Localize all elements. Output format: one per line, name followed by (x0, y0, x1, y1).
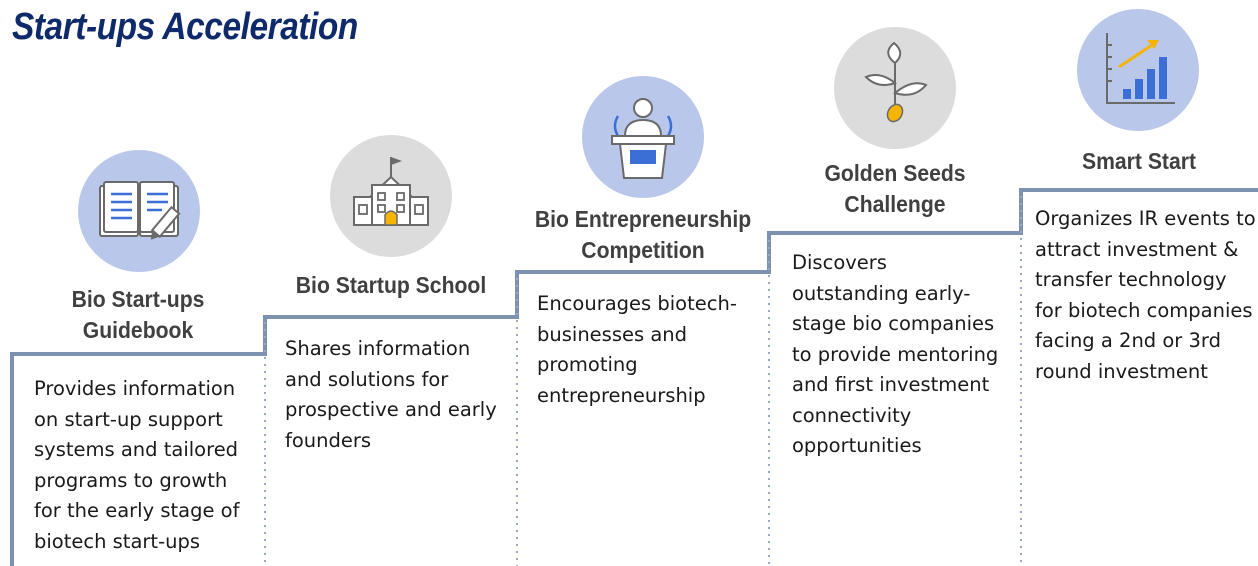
step-1-icon-circle (78, 150, 200, 272)
step-5-description: Organizes IR events to attract investmen… (1035, 207, 1256, 383)
step-5-title: Smart Start (1081, 148, 1197, 174)
step-4-title: Golden Seeds Challenge (824, 160, 966, 217)
step-3-description: Encourages biotech- businesses and promo… (537, 292, 737, 407)
seedling-icon (864, 41, 928, 123)
step-1-description: Provides information on start-up support… (34, 377, 240, 553)
open-book-icon (99, 181, 181, 240)
speaker-podium-icon (611, 98, 675, 179)
step-1-title: Bio Start-ups Guidebook (71, 286, 205, 343)
step-2-title: Bio Startup School (295, 272, 487, 298)
step-2-icon-circle (330, 135, 452, 257)
step-2-description: Shares information and solutions for pro… (285, 337, 497, 452)
step-4-description: Discovers outstanding early- stage bio c… (792, 251, 999, 457)
step-5-icon-circle (1077, 9, 1199, 131)
school-building-icon (353, 157, 429, 226)
page-title: Start-ups Acceleration (12, 6, 358, 48)
step-3-title: Bio Entrepreneurship Competition (534, 206, 752, 263)
growth-chart-icon (1106, 33, 1175, 104)
step-4-icon-circle (834, 27, 956, 149)
step-3-icon-circle (582, 76, 704, 198)
